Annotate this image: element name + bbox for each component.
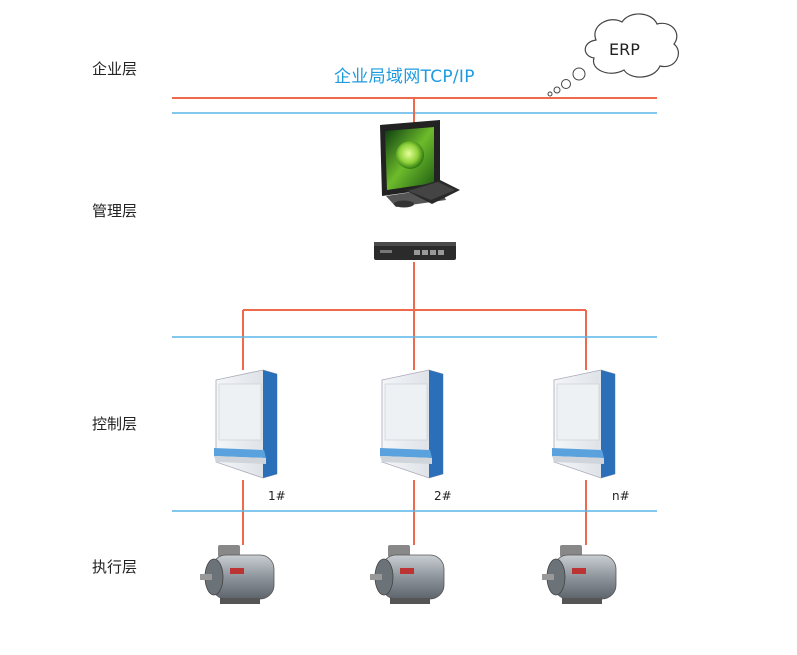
controller-cabinet-2-icon	[380, 369, 444, 479]
unit-label-1: 1#	[268, 489, 286, 503]
unit-label-2: 2#	[434, 489, 452, 503]
motor-2-icon	[370, 545, 445, 604]
unit-label-n: n#	[612, 489, 630, 503]
network-title: 企业局域网TCP/IP	[334, 67, 475, 87]
controller-cabinet-n-icon	[552, 369, 616, 479]
erp-label: ERP	[609, 40, 640, 59]
network-switch-icon	[374, 242, 456, 260]
layer-execution-label: 执行层	[92, 558, 138, 576]
controller-cabinet-1-icon	[214, 369, 278, 479]
layer-enterprise-label: 企业层	[92, 60, 138, 78]
layer-management-label: 管理层	[92, 202, 138, 220]
erp-cloud-icon	[547, 13, 679, 97]
motor-1-icon	[200, 545, 275, 604]
computer-icon	[380, 120, 460, 208]
motor-n-icon	[542, 545, 617, 604]
layer-control-label: 控制层	[92, 415, 138, 433]
